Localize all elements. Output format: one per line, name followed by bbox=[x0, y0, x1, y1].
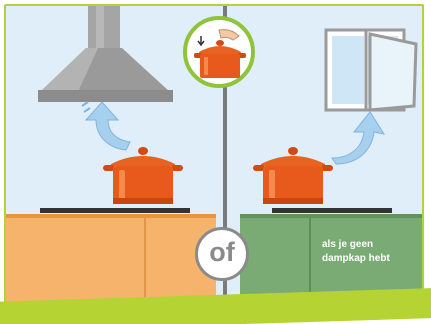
panel-border bbox=[4, 4, 424, 304]
